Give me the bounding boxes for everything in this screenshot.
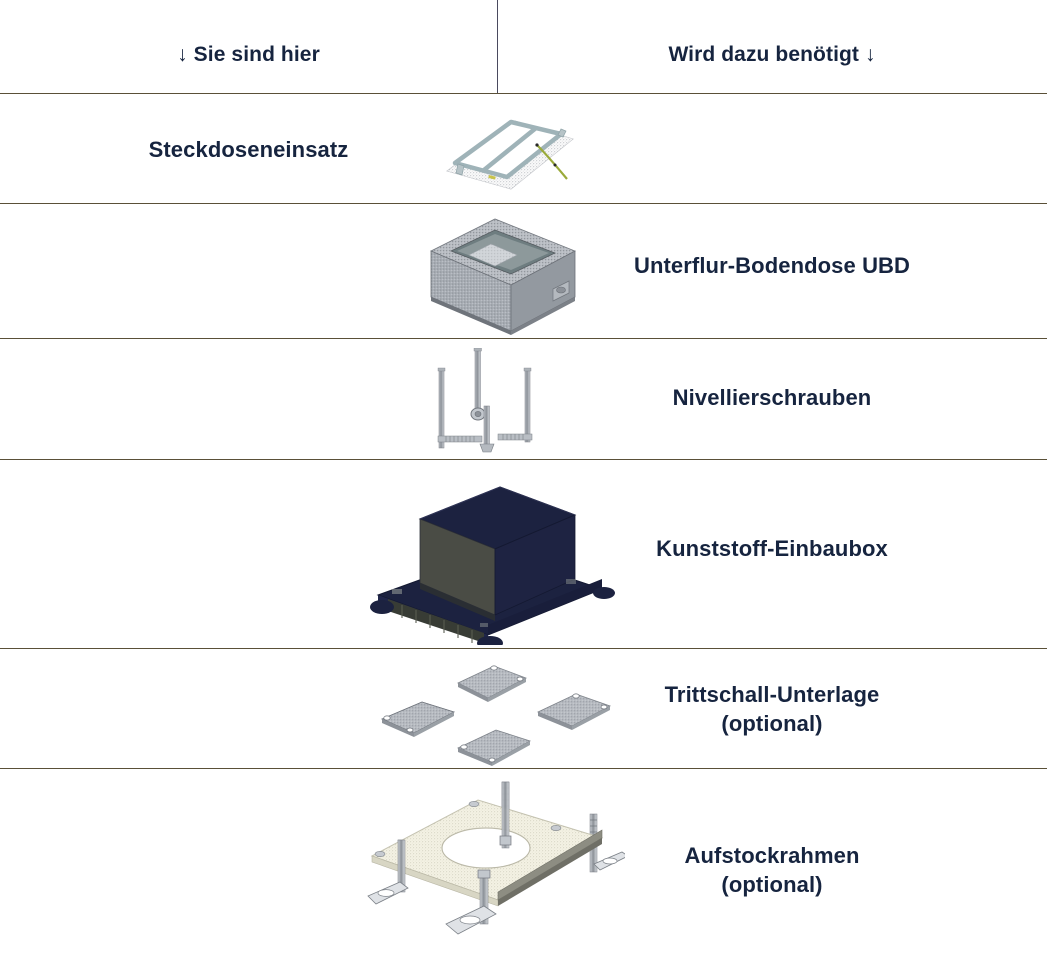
row-divider-3 [0, 338, 1047, 339]
table-row: Trittschall-Unterlage (optional) [0, 648, 1047, 768]
header-left-label: ↓ Sie sind hier [177, 43, 320, 66]
row-label-aufstockrahmen: Aufstockrahmen (optional) [684, 843, 860, 897]
row-divider-6 [0, 768, 1047, 769]
table-row: Nivellierschrauben [0, 338, 1047, 459]
extension-frame-image [350, 778, 625, 943]
table-row: Kunststoff-Einbaubox [0, 459, 1047, 648]
table-row: Steckdoseneinsatz [0, 93, 1047, 203]
row-label-unterflur-bodendose-ubd: Unterflur-Bodendose UBD [633, 253, 911, 278]
row-divider-4 [0, 459, 1047, 460]
underfloor-floor-box-image [413, 211, 593, 336]
header-vertical-divider [497, 0, 498, 93]
row-label-steckdoseneinsatz: Steckdoseneinsatz [148, 137, 349, 162]
socket-insert-frame-image [425, 103, 585, 198]
header-right-label: Wird dazu benötigt ↓ [668, 43, 876, 66]
row-label-nivellierschrauben: Nivellierschrauben [672, 385, 872, 410]
impact-sound-pads-image [370, 656, 620, 766]
row-label-trittschall-unterlage: Trittschall-Unterlage (optional) [664, 682, 880, 736]
row-divider-1 [0, 93, 1047, 94]
leveling-screws-image [420, 348, 570, 453]
table-row: Aufstockrahmen (optional) [0, 768, 1047, 961]
row-divider-5 [0, 648, 1047, 649]
row-label-kunststoff-einbaubox: Kunststoff-Einbaubox [656, 536, 888, 561]
plastic-installation-box-image [370, 467, 615, 645]
row-divider-2 [0, 203, 1047, 204]
table-row: Unterflur-Bodendose UBD [0, 203, 1047, 338]
